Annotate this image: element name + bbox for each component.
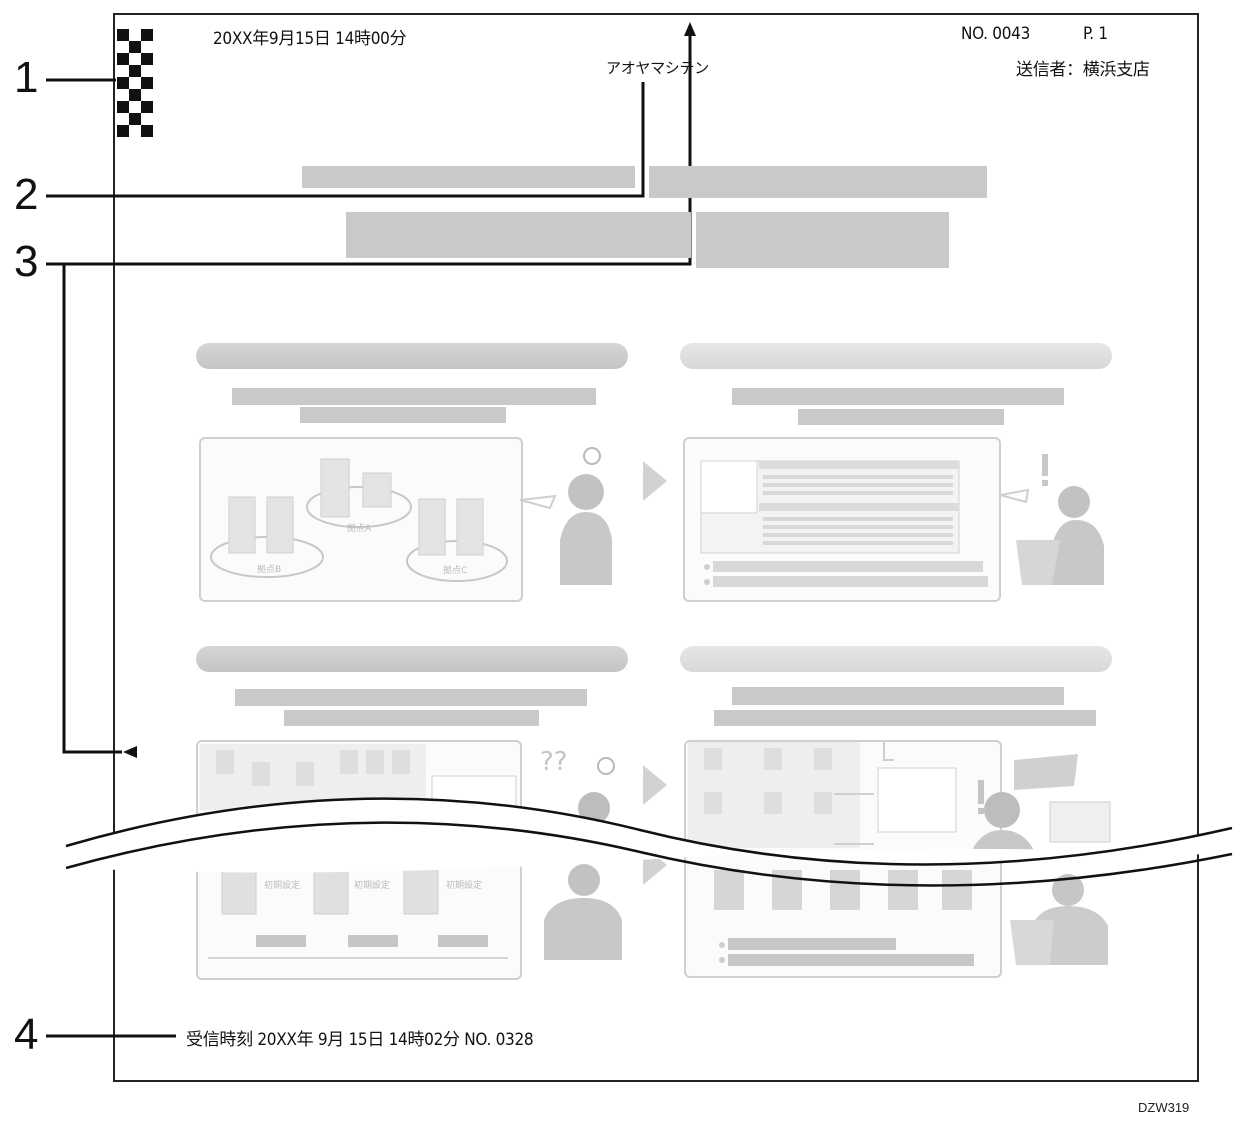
leader-line-2 xyxy=(46,82,645,198)
text-bar xyxy=(232,388,596,405)
printer-sites-illustration: 拠点B 拠点A 拠点C xyxy=(210,458,508,582)
subtitle-bar-1 xyxy=(346,212,691,258)
text-bar xyxy=(732,687,1064,705)
fax-page-frame xyxy=(113,13,1199,1082)
document-number: NO. 0043 xyxy=(961,24,1031,44)
initial-setup-label: 初期設定 xyxy=(446,879,482,891)
callout-number-1: 1 xyxy=(14,53,39,102)
leader-line-3-top xyxy=(46,36,692,266)
callout-number-4: 4 xyxy=(14,1010,39,1059)
text-bar xyxy=(300,407,506,423)
leader-line-3-left xyxy=(62,264,122,754)
page-number: P. 1 xyxy=(1083,24,1108,44)
worried-person-icon xyxy=(520,447,612,585)
up-arrowhead-icon xyxy=(684,22,696,36)
checker-mark-icon xyxy=(117,29,153,137)
section-heading-pill xyxy=(680,646,1112,672)
text-bar xyxy=(714,710,1096,726)
send-datetime: 20XX年9月15日 14時00分 xyxy=(213,29,407,49)
received-timestamp: 受信時刻 20XX年 9月 15日 14時02分 NO. 0328 xyxy=(186,1030,534,1050)
question-marks-icon: ?? xyxy=(540,747,568,777)
subtitle-bar-2 xyxy=(696,212,949,268)
callout-number-2: 2 xyxy=(14,170,39,219)
sender-name: 送信者：横浜支店 xyxy=(1016,60,1150,80)
confused-person-icon: ?? xyxy=(540,747,622,960)
section-heading-pill xyxy=(196,646,628,672)
text-bar xyxy=(235,689,587,706)
section-heading-pill xyxy=(680,343,1112,369)
person-at-terminal-icon xyxy=(1000,454,1104,585)
text-bar xyxy=(732,388,1064,405)
text-bar xyxy=(284,710,539,726)
left-arrowhead-icon xyxy=(123,746,137,758)
text-bar xyxy=(798,409,1004,425)
initial-setup-label: 初期設定 xyxy=(354,879,390,891)
title-bar-2 xyxy=(649,166,987,198)
management-software-illustration xyxy=(700,460,988,587)
figure-code: DZW319 xyxy=(1138,1100,1190,1115)
title-bar-1 xyxy=(302,166,635,188)
section-heading-pill xyxy=(196,343,628,369)
site-b-label: 拠点B xyxy=(257,563,281,575)
callout-number-3: 3 xyxy=(14,237,39,286)
next-arrow-icon xyxy=(643,461,667,501)
site-c-label: 拠点C xyxy=(443,564,467,576)
site-a-label: 拠点A xyxy=(347,522,372,534)
next-arrow-icon xyxy=(643,765,667,805)
sender-id: アオヤマシテン xyxy=(606,59,709,77)
initial-setup-label: 初期設定 xyxy=(264,879,300,891)
